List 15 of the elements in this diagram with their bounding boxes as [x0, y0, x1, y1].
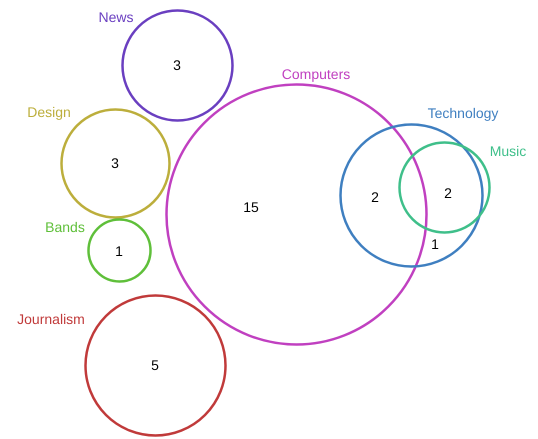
- count-label: 3: [111, 155, 119, 171]
- count-label: 3: [173, 57, 181, 73]
- set-label: Computers: [282, 66, 350, 82]
- set-label: Design: [27, 104, 71, 120]
- count-label: 1: [115, 243, 123, 259]
- set-label: Bands: [45, 219, 85, 235]
- count-label: 2: [444, 185, 452, 201]
- count-label: 1: [431, 236, 439, 252]
- set-label: Journalism: [17, 311, 85, 327]
- count-label: 15: [243, 199, 259, 215]
- set-label: Music: [490, 143, 526, 159]
- set-label: News: [98, 9, 134, 25]
- count-label: 2: [371, 189, 379, 205]
- count-label: 5: [151, 357, 159, 373]
- set-label: Technology: [428, 105, 498, 121]
